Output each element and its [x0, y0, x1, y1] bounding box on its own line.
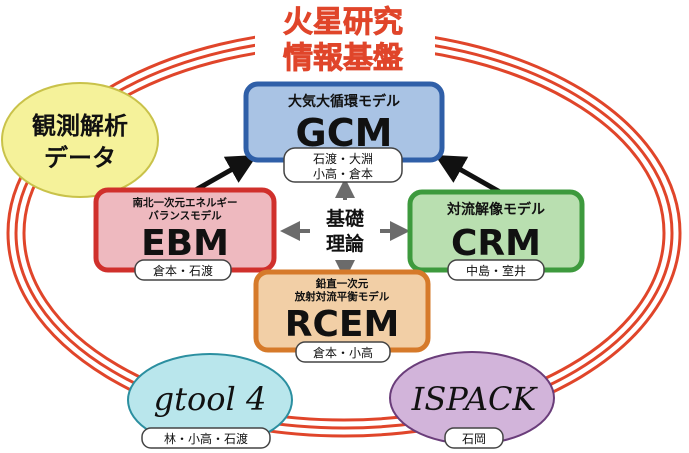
rcem-node: 鉛直一次元 放射対流平衡モデル RCEM 倉本・小高	[253, 269, 431, 363]
arrow-crm-to-gcm	[434, 155, 502, 195]
gtool-node: gtool 4 林・小高・石渡	[127, 353, 293, 449]
gtool-name: gtool 4	[154, 380, 267, 418]
rcem-subtitle-line-2: 放射対流平衡モデル	[294, 290, 390, 303]
crm-people: 中島・室井	[466, 263, 526, 278]
ebm-subtitle-line-2: バランスモデル	[148, 209, 222, 222]
title-line-2: 情報基盤	[283, 41, 403, 76]
ispack-people: 石岡	[462, 432, 486, 446]
ebm-people: 倉本・石渡	[153, 263, 213, 278]
data-analysis-node: 観測解析 データ	[1, 82, 159, 198]
ispack-name: ISPACK	[411, 380, 539, 418]
crm-node: 対流解像モデル CRM 中島・室井	[407, 189, 585, 281]
title-backdrop	[255, 0, 435, 78]
rcem-name: RCEM	[285, 304, 400, 345]
gcm-node: 大気大循環モデル GCM 石渡・大淵 小高・倉本	[243, 81, 445, 183]
gcm-people-line-1: 石渡・大淵	[313, 151, 373, 166]
ebm-node: 南北一次元エネルギー バランスモデル EBM 倉本・石渡	[93, 187, 277, 281]
rcem-subtitle-line-1: 鉛直一次元	[316, 277, 369, 290]
crm-name: CRM	[451, 223, 541, 264]
gcm-subtitle: 大気大循環モデル	[288, 93, 400, 110]
gcm-people-line-2: 小高・倉本	[313, 166, 373, 181]
gtool-people: 林・小高・石渡	[164, 431, 248, 446]
data-analysis-line-2: データ	[44, 144, 116, 172]
center-line-2: 理論	[326, 232, 365, 255]
data-analysis-line-1: 観測解析	[32, 112, 128, 140]
crm-subtitle: 対流解像モデル	[446, 201, 545, 218]
ispack-node: ISPACK 石岡	[389, 351, 555, 449]
ebm-name: EBM	[141, 223, 229, 264]
ebm-subtitle-line-1: 南北一次元エネルギー	[133, 196, 238, 209]
arrow-ebm-to-gcm	[190, 155, 258, 195]
rcem-people: 倉本・小高	[313, 345, 373, 360]
title-line-1: 火星研究	[283, 5, 403, 40]
center-line-1: 基礎	[325, 207, 364, 230]
